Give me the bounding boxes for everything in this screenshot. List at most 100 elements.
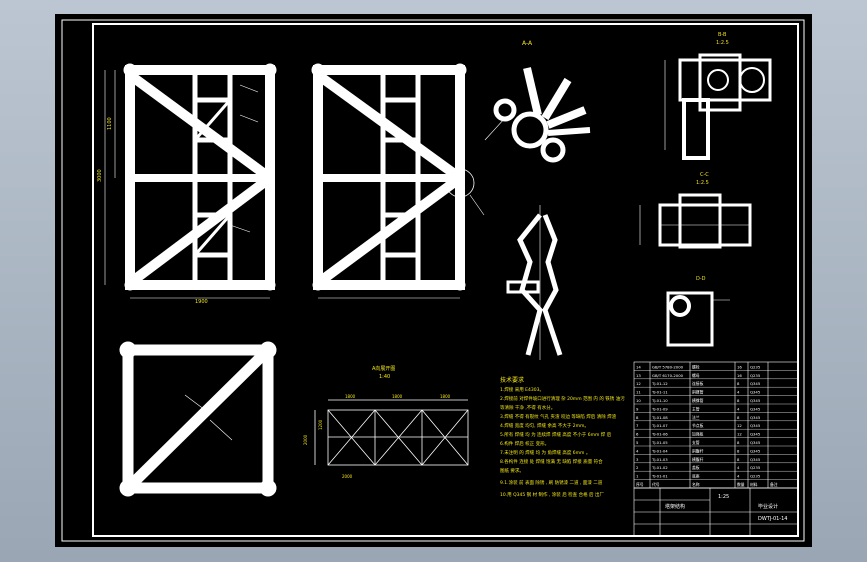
front-elevation-left [104,63,277,299]
truss-bottom-dim: 2000 [342,474,353,479]
table-cell: 节点板 [692,423,704,428]
table-cell: TJ-01-03 [651,457,668,462]
table-cell: GB/T 6170-2000 [652,373,684,378]
title-block-drawing-name: 塔架结构 [665,503,685,510]
title-block [633,487,799,537]
inner-border [92,23,799,537]
table-cell: TJ-01-08 [651,415,668,420]
front-elevation-right [311,63,485,299]
table-cell: 主管 [692,406,700,411]
table-cell: 8 [737,398,740,403]
note-line: 8.各构件 连接 处 焊缝 饱满 无 缺陷 焊接 质量 符合 [500,458,603,465]
table-cell: TJ-01-02 [651,465,668,470]
table-cell: 底座 [692,474,700,479]
table-cell: 盖板 [692,465,700,470]
table-cell: 横腹杆 [692,457,704,462]
note-line: 5.所有 焊缝 均 为 连续焊 焊缝 高度 不小于 6mm 焊 后 [500,431,612,438]
section-d-d [666,291,730,347]
table-cell: 13 [636,373,641,378]
section-c-title: C-C [700,172,709,178]
truss-view-scale: 1:40 [379,374,390,380]
table-cell: GB/T 5780-2000 [652,364,684,369]
notes-heading: 技术要求 [500,376,524,384]
table-cell: TJ-01-10 [651,398,668,403]
truss-length-1: 1800 [345,394,356,399]
note-line: 3.焊缝 不得 有裂纹 气孔 夹渣 咬边 等缺陷 焊后 清除 焊渣 [500,413,617,420]
table-cell: Q345 [750,440,761,445]
table-cell: 加强板 [692,432,704,437]
table-cell: 8 [737,415,740,420]
table-cell: Q345 [750,457,761,462]
table-cell: 横撑管 [692,398,704,403]
note-line: 图纸 要求。 [500,467,524,474]
outer-border [61,19,805,542]
note-line: 10.用 Q345 钢 材 制作 , 涂装 后 检查 合格 后 出厂 [500,491,604,498]
table-cell: 4 [737,406,740,411]
note-line: 1.焊接 采用 E4303。 [500,386,544,393]
table-cell: TJ-01-12 [651,381,668,386]
section-b-scale: 1:2.5 [716,40,729,46]
table-cell: Q235 [750,474,761,479]
table-cell: Q345 [750,381,761,386]
table-cell: Q345 [750,398,761,403]
truss-height-small-dim: 1200 [318,419,323,430]
note-line: 4.焊缝 宽度 均匀, 焊缝 余高 不大于 2mm。 [500,422,589,429]
table-header-cell: 序号 [636,482,644,487]
table-cell: 螺栓 [692,364,700,369]
table-cell: 14 [636,364,641,369]
section-b-title: B-B [718,32,727,38]
table-cell: 支管 [692,440,700,445]
section-c-c [639,193,752,249]
table-cell: 7 [636,423,639,428]
table-cell: Q235 [750,364,761,369]
table-cell: Q345 [750,390,761,395]
table-cell: Q235 [750,373,761,378]
section-c-scale: 1:2.5 [696,180,709,186]
table-cell: 16 [737,373,742,378]
title-block-scale: 1:25 [718,494,729,500]
table-cell: TJ-01-09 [651,406,668,411]
note-line: 等清除 干净 ,不得 有水分。 [500,404,555,411]
table-cell: 斜腹杆 [692,448,704,453]
table-cell: TJ-01-11 [651,390,668,395]
note-line: 6.构件 焊后 校正 变形。 [500,440,549,447]
truss-view-title: A向展开图 [372,365,395,372]
table-cell: 8 [737,457,740,462]
table-cell: 连接板 [692,381,704,386]
table-cell: 2 [636,465,639,470]
section-a-title: A-A [522,40,533,47]
section-b-b [664,53,772,160]
table-cell: 16 [737,364,742,369]
table-header-cell: 数量 [737,482,745,487]
front-height-dim: 3000 [97,169,103,182]
node-detail-side [506,205,563,360]
table-header-cell: 代号 [652,482,660,487]
section-d-title: D-D [696,276,706,282]
table-cell: 8 [636,415,639,420]
table-cell: TJ-01-01 [651,474,668,479]
truss-height-dim: 2000 [303,434,308,445]
table-cell: 3 [636,457,639,462]
note-line: 2.焊接前 对焊件坡口进行清理 杂 20mm 范围 内 的 铁锈 油污 [500,395,625,402]
table-cell: 10 [636,398,641,403]
table-cell: TJ-01-07 [651,423,668,428]
table-cell: Q345 [750,415,761,420]
truss-length-2: 1800 [392,394,403,399]
table-cell: 9 [636,406,639,411]
front-width-dim: 1900 [195,299,208,305]
note-line: 9.1.涂装 前 表面 除锈 , 刷 防锈漆 二道 , 面漆 二道 [500,479,603,486]
truss-length-3: 1800 [440,394,451,399]
table-cell: 11 [636,390,641,395]
table-cell: 8 [737,440,740,445]
table-header-cell: 备注 [770,482,778,487]
title-block-code: DWTJ-01-14 [758,516,787,522]
table-cell: 1 [636,474,639,479]
table-cell: 8 [737,448,740,453]
table-header-cell: 名称 [692,482,700,487]
title-block-school: 毕业设计 [758,503,778,510]
table-cell: Q345 [750,448,761,453]
table-cell: 5 [636,440,639,445]
table-cell: TJ-01-04 [651,448,668,453]
